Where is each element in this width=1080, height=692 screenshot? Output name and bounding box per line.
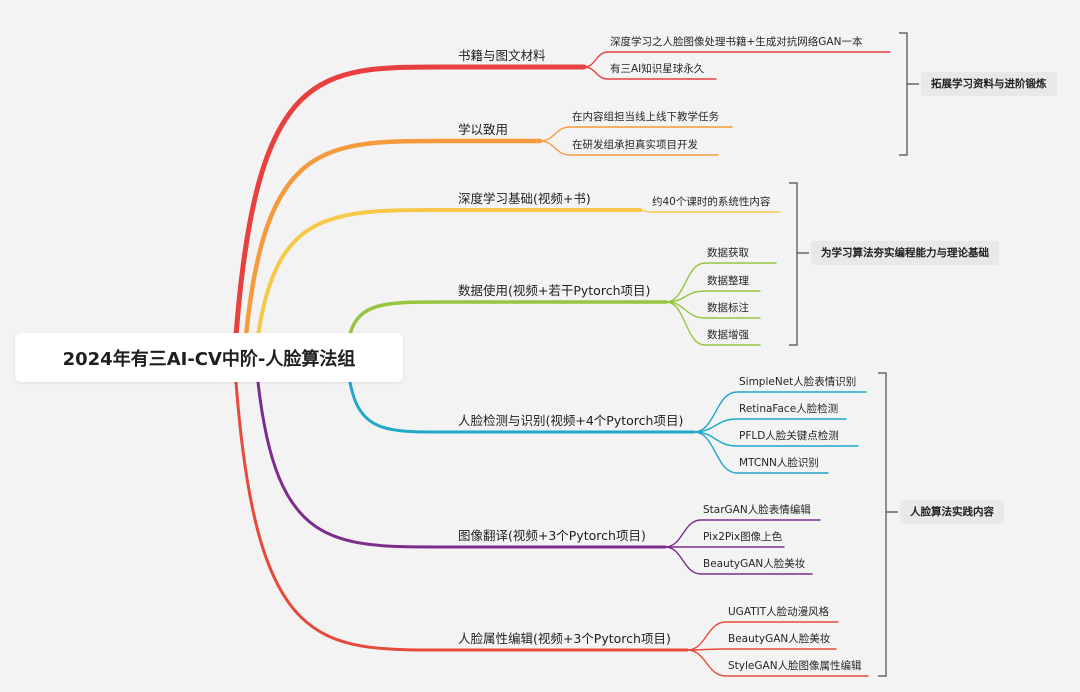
child-line-7-3: [686, 649, 869, 677]
branch-label-5[interactable]: 人脸检测与识别(视频+4个Pytorch项目): [458, 413, 684, 428]
branch-label-6[interactable]: 图像翻译(视频+3个Pytorch项目): [458, 528, 646, 543]
summary-bracket-2: [789, 182, 809, 346]
leaf-label[interactable]: RetinaFace人脸检测: [739, 403, 839, 415]
child-line-7-2: [686, 648, 837, 651]
leaf-label[interactable]: 在研发组承担真实项目开发: [572, 139, 698, 151]
leaf-label[interactable]: MTCNN人脸识别: [739, 457, 819, 469]
branch-line-6: [256, 380, 667, 549]
leaf-label[interactable]: 深度学习之人脸图像处理书籍+生成对抗网络GAN一本: [610, 36, 863, 48]
branch-line-1: [233, 64, 587, 339]
child-line-4-1: [665, 262, 777, 303]
summary-label-2[interactable]: 为学习算法夯实编程能力与理论基础: [811, 241, 999, 265]
child-line-1-2: [583, 66, 717, 80]
child-line-2-2: [539, 140, 719, 156]
leaf-label[interactable]: 约40个课时的系统性内容: [652, 196, 771, 208]
leaf-label[interactable]: BeautyGAN人脸美妆: [703, 558, 806, 570]
child-line-2-1: [539, 126, 733, 142]
leaf-label[interactable]: StarGAN人脸表情编辑: [703, 504, 811, 516]
root-node[interactable]: 2024年有三AI-CV中阶-人脸算法组: [15, 333, 403, 382]
child-line-1-1: [583, 51, 891, 68]
leaf-label[interactable]: SimpleNet人脸表情识别: [739, 376, 857, 388]
summary-bracket-1: [899, 32, 919, 156]
child-line-4-2: [665, 290, 761, 303]
leaf-label[interactable]: PFLD人脸关键点检测: [739, 430, 839, 442]
leaf-label[interactable]: 在内容组担当线上线下教学任务: [572, 111, 719, 123]
leaf-label[interactable]: StyleGAN人脸图像属性编辑: [728, 660, 862, 672]
branch-label-2[interactable]: 学以致用: [458, 122, 509, 137]
child-line-6-1: [664, 519, 821, 548]
leaf-label[interactable]: 数据获取: [707, 247, 749, 259]
child-line-7-1: [686, 621, 839, 651]
summary-label-1[interactable]: 拓展学习资料与进阶锻炼: [921, 72, 1057, 96]
leaf-label[interactable]: 数据标注: [707, 302, 749, 314]
branch-line-4: [348, 300, 668, 336]
leaf-label[interactable]: UGATIT人脸动漫风格: [728, 606, 830, 618]
child-line-5-2: [693, 418, 847, 433]
summary-bracket-3: [878, 372, 898, 677]
summary-label-3[interactable]: 人脸算法实践内容: [900, 500, 1004, 524]
branch-label-4[interactable]: 数据使用(视频+若干Pytorch项目): [458, 283, 651, 298]
child-line-5-1: [693, 391, 867, 433]
branch-label-1[interactable]: 书籍与图文材料: [458, 48, 546, 63]
root-title: 2024年有三AI-CV中阶-人脸算法组: [62, 348, 356, 370]
leaf-label[interactable]: BeautyGAN人脸美妆: [728, 633, 831, 645]
branch-line-2: [243, 138, 543, 339]
branch-line-7: [234, 380, 689, 652]
branch-label-7[interactable]: 人脸属性编辑(视频+3个Pytorch项目): [458, 631, 671, 646]
branch-line-3: [256, 208, 642, 338]
leaf-label[interactable]: 有三AI知识星球永久: [610, 63, 705, 75]
leaf-label[interactable]: Pix2Pix图像上色: [703, 531, 783, 543]
child-line-5-4: [693, 431, 829, 474]
child-line-6-3: [664, 546, 813, 575]
branch-line-5: [348, 380, 696, 434]
leaf-label[interactable]: 数据增强: [707, 329, 749, 341]
leaf-label[interactable]: 数据整理: [707, 275, 749, 287]
child-line-4-4: [665, 301, 761, 346]
branch-label-3[interactable]: 深度学习基础(视频+书): [458, 191, 591, 206]
child-line-3-1: [639, 209, 781, 213]
